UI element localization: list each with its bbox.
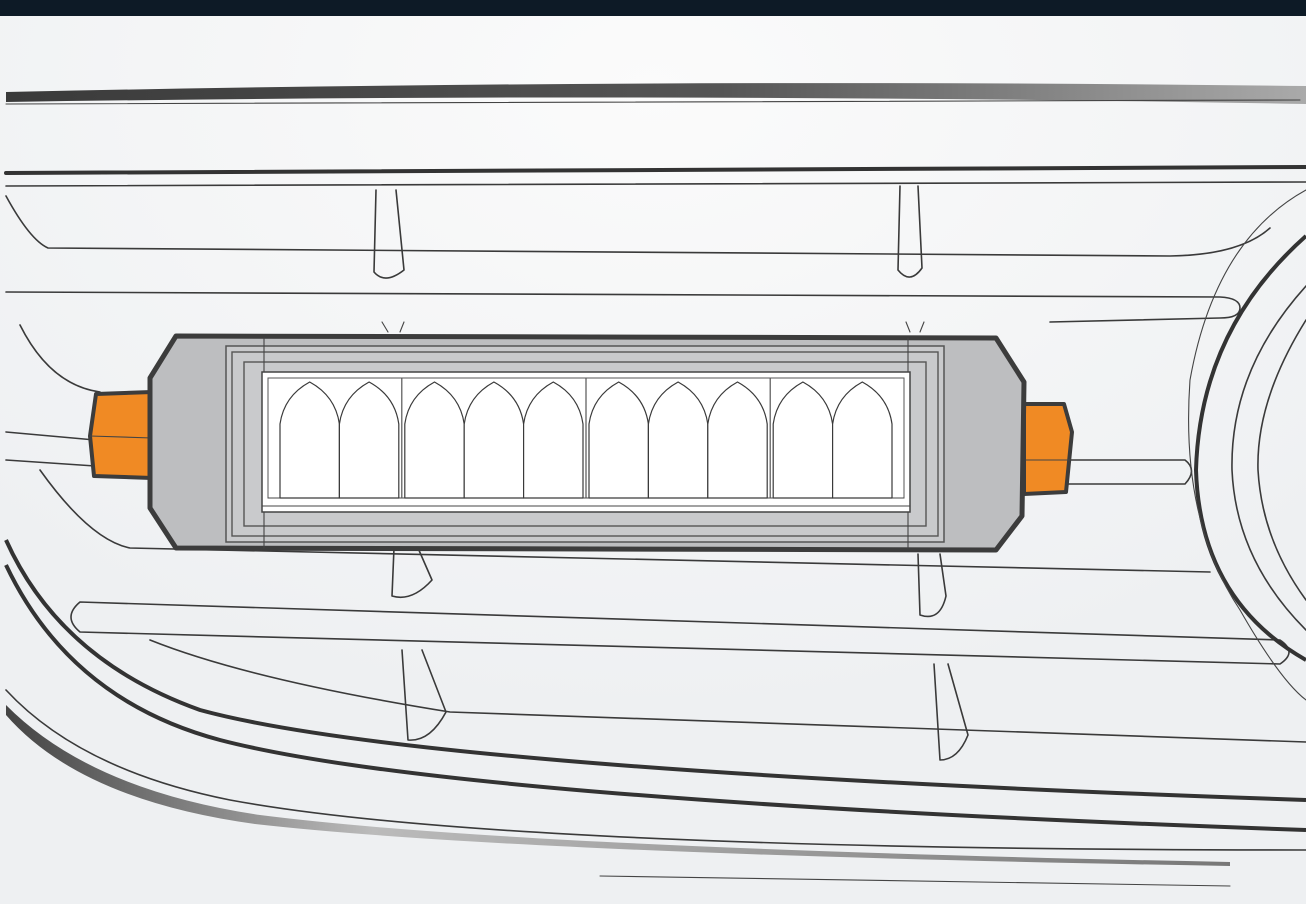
led-cell xyxy=(338,381,400,499)
headlamp-ring-core xyxy=(1257,319,1306,601)
grille-fin-6 xyxy=(933,663,969,761)
grille-fin-3 xyxy=(391,547,433,599)
led-cell xyxy=(647,381,709,499)
led-cell xyxy=(772,381,834,499)
headlamp-ring-inner xyxy=(1231,285,1306,631)
led-cell xyxy=(523,381,584,499)
grille-slat-4 xyxy=(5,431,96,467)
grille-rail-top xyxy=(4,165,1306,175)
left-mount-tab xyxy=(88,390,154,480)
grille-fin-stub-1 xyxy=(381,321,405,333)
grille-fin-4 xyxy=(917,553,947,618)
top-bar xyxy=(0,0,1306,16)
right-mount-tab xyxy=(1022,402,1074,496)
upper-trim-edge xyxy=(5,99,1301,105)
led-lens-area xyxy=(261,371,911,513)
headlamp-ring-outer xyxy=(1193,234,1306,662)
upper-trim-strip xyxy=(6,83,1306,104)
lower-bumper-curve-3 xyxy=(5,689,1306,851)
grille-slat-2 xyxy=(5,291,1241,323)
grille-fin-stub-2 xyxy=(905,321,925,333)
led-cell xyxy=(588,381,649,499)
grille-rail-top-inner xyxy=(5,181,1306,187)
led-cell xyxy=(463,381,525,499)
lower-bumper-curve-1 xyxy=(4,539,1306,802)
grille-slat-6 xyxy=(39,469,1211,573)
grille-fin-1 xyxy=(373,189,405,279)
headlamp-ring-edge xyxy=(1188,189,1306,701)
lower-bumper-curve-2 xyxy=(4,564,1306,832)
grille-fin-2 xyxy=(897,185,923,278)
grille-fin-5 xyxy=(401,649,447,741)
led-cell xyxy=(279,381,340,499)
lower-trim-edge xyxy=(599,875,1231,887)
led-cell xyxy=(404,381,465,499)
lower-trim-strip xyxy=(6,705,1230,866)
grille-slat-1 xyxy=(5,195,1271,257)
housing-frame-inner xyxy=(243,361,927,527)
led-cell xyxy=(832,381,893,499)
led-cell xyxy=(707,381,768,499)
grille-slat-8 xyxy=(149,639,1306,743)
grille-slat-3 xyxy=(19,324,101,393)
housing-frame-mid xyxy=(231,351,939,537)
